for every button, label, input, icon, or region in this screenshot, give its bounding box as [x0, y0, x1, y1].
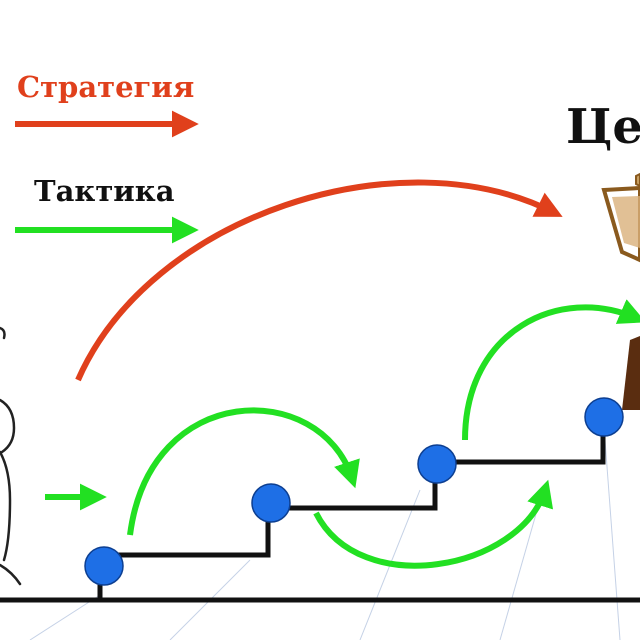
stick-figure-icon	[0, 326, 22, 586]
step-node	[417, 444, 457, 484]
tactics-arrow	[313, 479, 554, 569]
perspective-lines	[29, 439, 621, 640]
goal-label: Цель	[566, 99, 640, 155]
tactics-arrow	[462, 299, 640, 441]
tactics-arrow	[127, 407, 360, 536]
step-node	[84, 546, 124, 586]
tactics-legend-label: Тактика	[34, 174, 175, 208]
strategy-arrow	[75, 179, 563, 382]
trophy-cup-icon	[601, 172, 640, 410]
stairs	[97, 418, 606, 600]
step-node	[584, 397, 624, 437]
step-node	[251, 483, 291, 523]
strategy-legend-label: Стратегия	[17, 70, 194, 104]
